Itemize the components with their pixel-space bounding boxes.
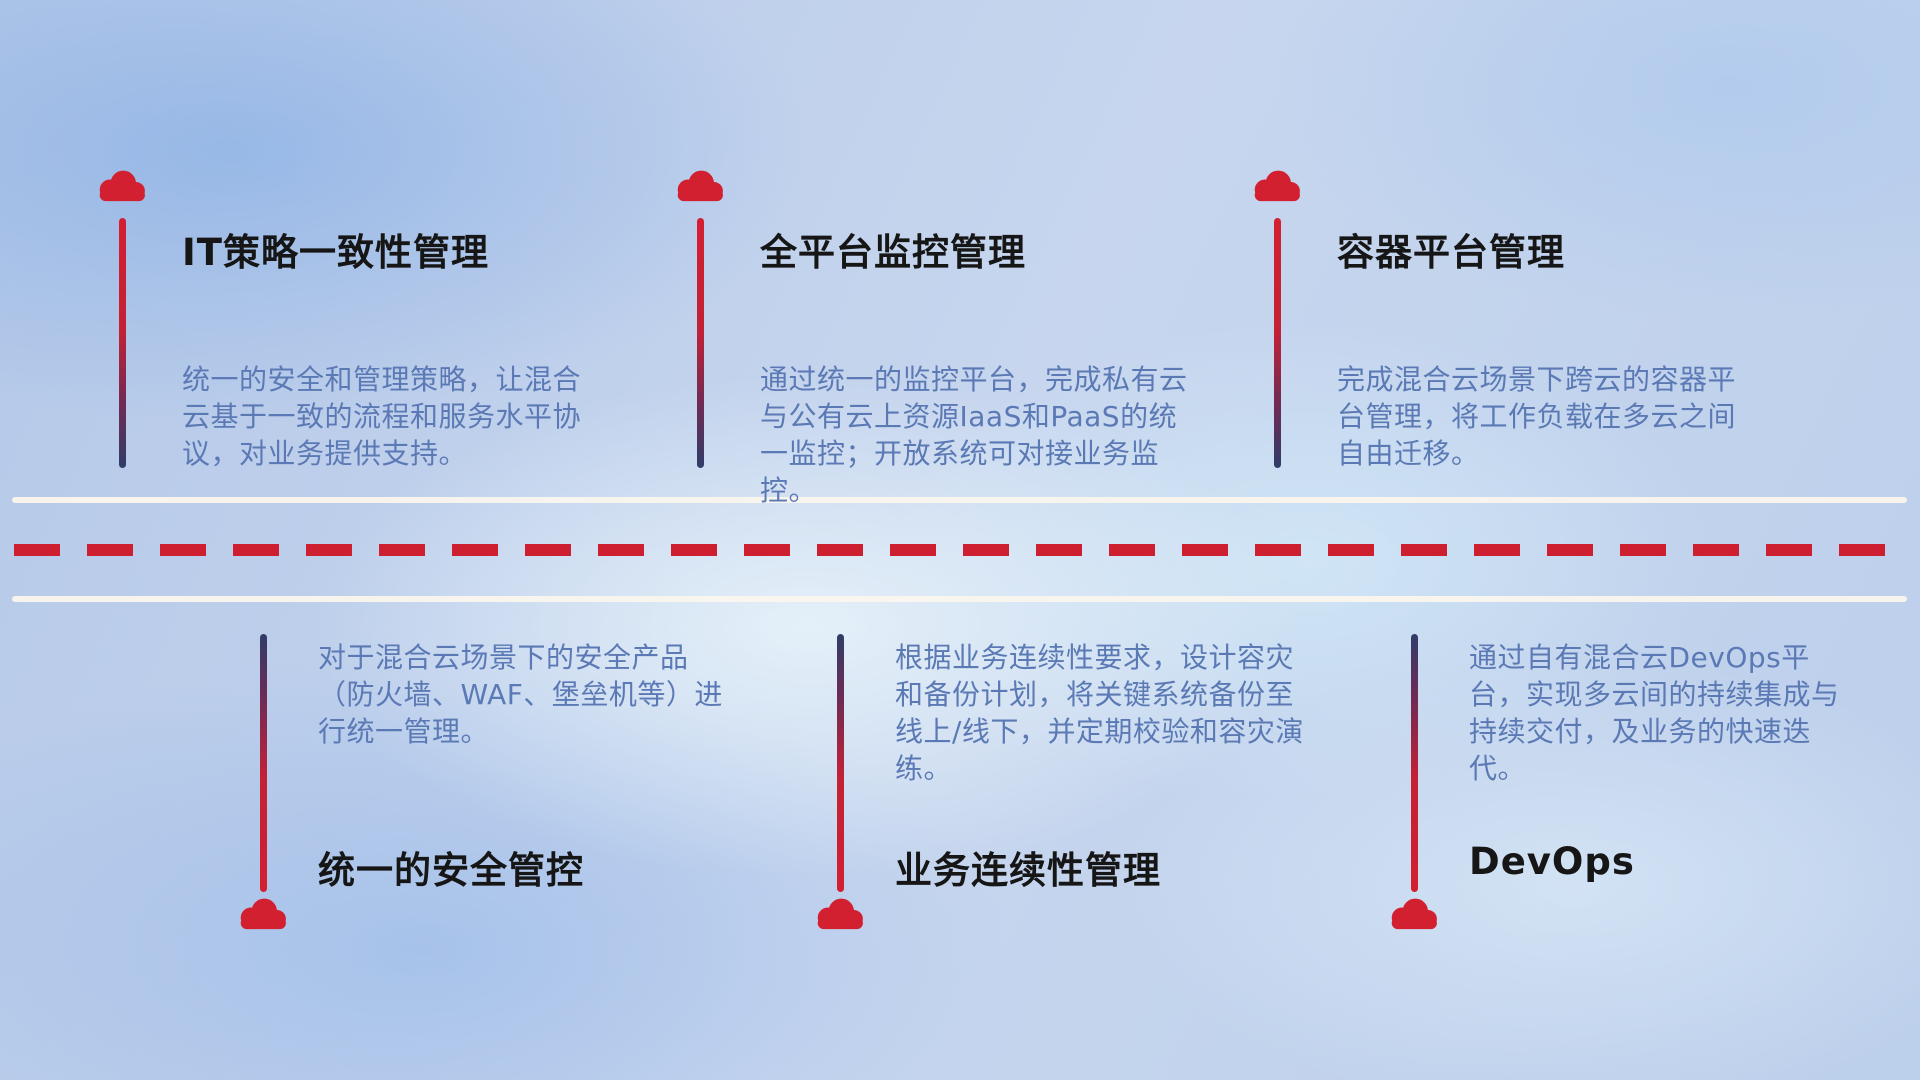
item-description: 统一的安全和管理策略，让混合云基于一致的流程和服务水平协议，对业务提供支持。 bbox=[182, 363, 582, 470]
item-title: 容器平台管理 bbox=[1337, 231, 1565, 274]
road-bottom-line bbox=[12, 596, 1907, 602]
timeline-pole bbox=[1273, 218, 1281, 468]
timeline-pole bbox=[118, 218, 126, 468]
road-center-dashed-line bbox=[14, 544, 1906, 556]
cloud-icon bbox=[1249, 168, 1305, 205]
item-title: DevOps bbox=[1469, 840, 1635, 883]
item-title: 统一的安全管控 bbox=[318, 849, 584, 892]
item-title: 全平台监控管理 bbox=[760, 231, 1026, 274]
cloud-icon bbox=[235, 896, 291, 933]
road-top-line bbox=[12, 497, 1907, 503]
item-description: 根据业务连续性要求，设计容灾和备份计划，将关键系统备份至线上/线下，并定期校验和… bbox=[895, 641, 1304, 785]
item-title: 业务连续性管理 bbox=[895, 849, 1161, 892]
timeline-pole bbox=[259, 634, 267, 892]
item-title: IT策略一致性管理 bbox=[182, 231, 490, 274]
cloud-icon bbox=[94, 168, 150, 205]
item-description: 对于混合云场景下的安全产品（防火墙、WAF、堡垒机等）进行统一管理。 bbox=[318, 641, 723, 748]
item-description: 通过统一的监控平台，完成私有云与公有云上资源IaaS和PaaS的统一监控；开放系… bbox=[760, 363, 1188, 507]
timeline-pole bbox=[1410, 634, 1418, 892]
timeline-pole bbox=[696, 218, 704, 468]
item-description: 完成混合云场景下跨云的容器平台管理，将工作负载在多云之间自由迁移。 bbox=[1337, 363, 1737, 470]
item-description: 通过自有混合云DevOps平台，实现多云间的持续集成与持续交付，及业务的快速迭代… bbox=[1469, 641, 1840, 785]
cloud-icon bbox=[1386, 896, 1442, 933]
cloud-icon bbox=[672, 168, 728, 205]
timeline-pole bbox=[836, 634, 844, 892]
cloud-icon bbox=[812, 896, 868, 933]
